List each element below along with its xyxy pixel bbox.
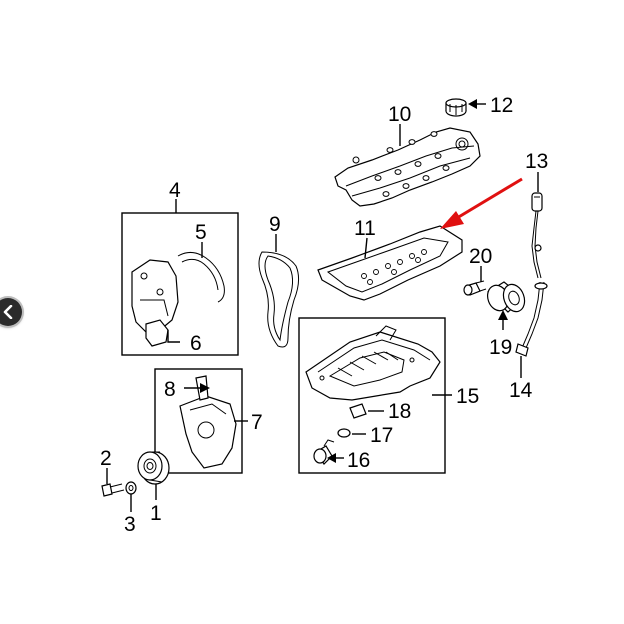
highlight-arrow — [440, 177, 523, 229]
callout-9[interactable]: 9 — [269, 213, 281, 236]
oil-pan-part-18 — [349, 403, 367, 419]
cover-seal-part — [177, 252, 225, 303]
callout-16[interactable]: 16 — [347, 449, 370, 472]
pulley-bolt-part — [101, 483, 125, 497]
timing-chain-part — [258, 251, 300, 348]
nav-back-button[interactable] — [0, 298, 22, 326]
callout-5[interactable]: 5 — [195, 221, 207, 244]
callout-15[interactable]: 15 — [456, 385, 479, 408]
arrow-19 — [498, 310, 508, 320]
callout-7[interactable]: 7 — [251, 411, 263, 434]
valve-cover-gasket-part — [317, 225, 463, 301]
callout-10[interactable]: 10 — [388, 103, 411, 126]
arrow-16 — [327, 453, 336, 463]
callout-6[interactable]: 6 — [190, 332, 202, 355]
group-box-timing-cover — [121, 212, 239, 356]
valve-cover-bolts — [374, 131, 450, 197]
lower-timing-cover-part — [179, 395, 237, 469]
crank-pulley-part — [137, 451, 170, 485]
dipstick-part — [531, 192, 543, 279]
callout-1[interactable]: 1 — [150, 502, 162, 525]
oil-cap-part — [445, 98, 467, 117]
plug-part — [463, 280, 487, 296]
leader-6 — [167, 330, 180, 343]
oil-filter-part — [487, 281, 526, 313]
callout-18[interactable]: 18 — [388, 400, 411, 423]
dipstick-tube-part — [515, 281, 548, 357]
valve-cover-part — [334, 127, 481, 207]
callout-8[interactable]: 8 — [164, 378, 176, 401]
oil-pan-part-17 — [337, 428, 351, 438]
chevron-left-icon — [3, 305, 13, 319]
callout-2[interactable]: 2 — [100, 447, 112, 470]
callout-12[interactable]: 12 — [490, 94, 513, 117]
callout-14[interactable]: 14 — [509, 379, 533, 402]
cover-bracket-part — [145, 319, 169, 347]
callout-17[interactable]: 17 — [370, 424, 393, 447]
callout-3[interactable]: 3 — [124, 513, 136, 536]
callout-11[interactable]: 11 — [354, 217, 376, 240]
callout-20[interactable]: 20 — [469, 245, 492, 268]
oil-pan-part — [305, 325, 441, 401]
arrow-8 — [200, 383, 210, 393]
drain-plug-part — [313, 439, 335, 465]
leader-11 — [364, 237, 368, 259]
washer-part — [125, 481, 137, 495]
callout-19[interactable]: 19 — [489, 336, 512, 359]
callout-4[interactable]: 4 — [169, 179, 181, 202]
arrow-12 — [468, 99, 477, 109]
callout-13[interactable]: 13 — [525, 150, 548, 173]
upper-timing-cover-part — [131, 259, 179, 333]
